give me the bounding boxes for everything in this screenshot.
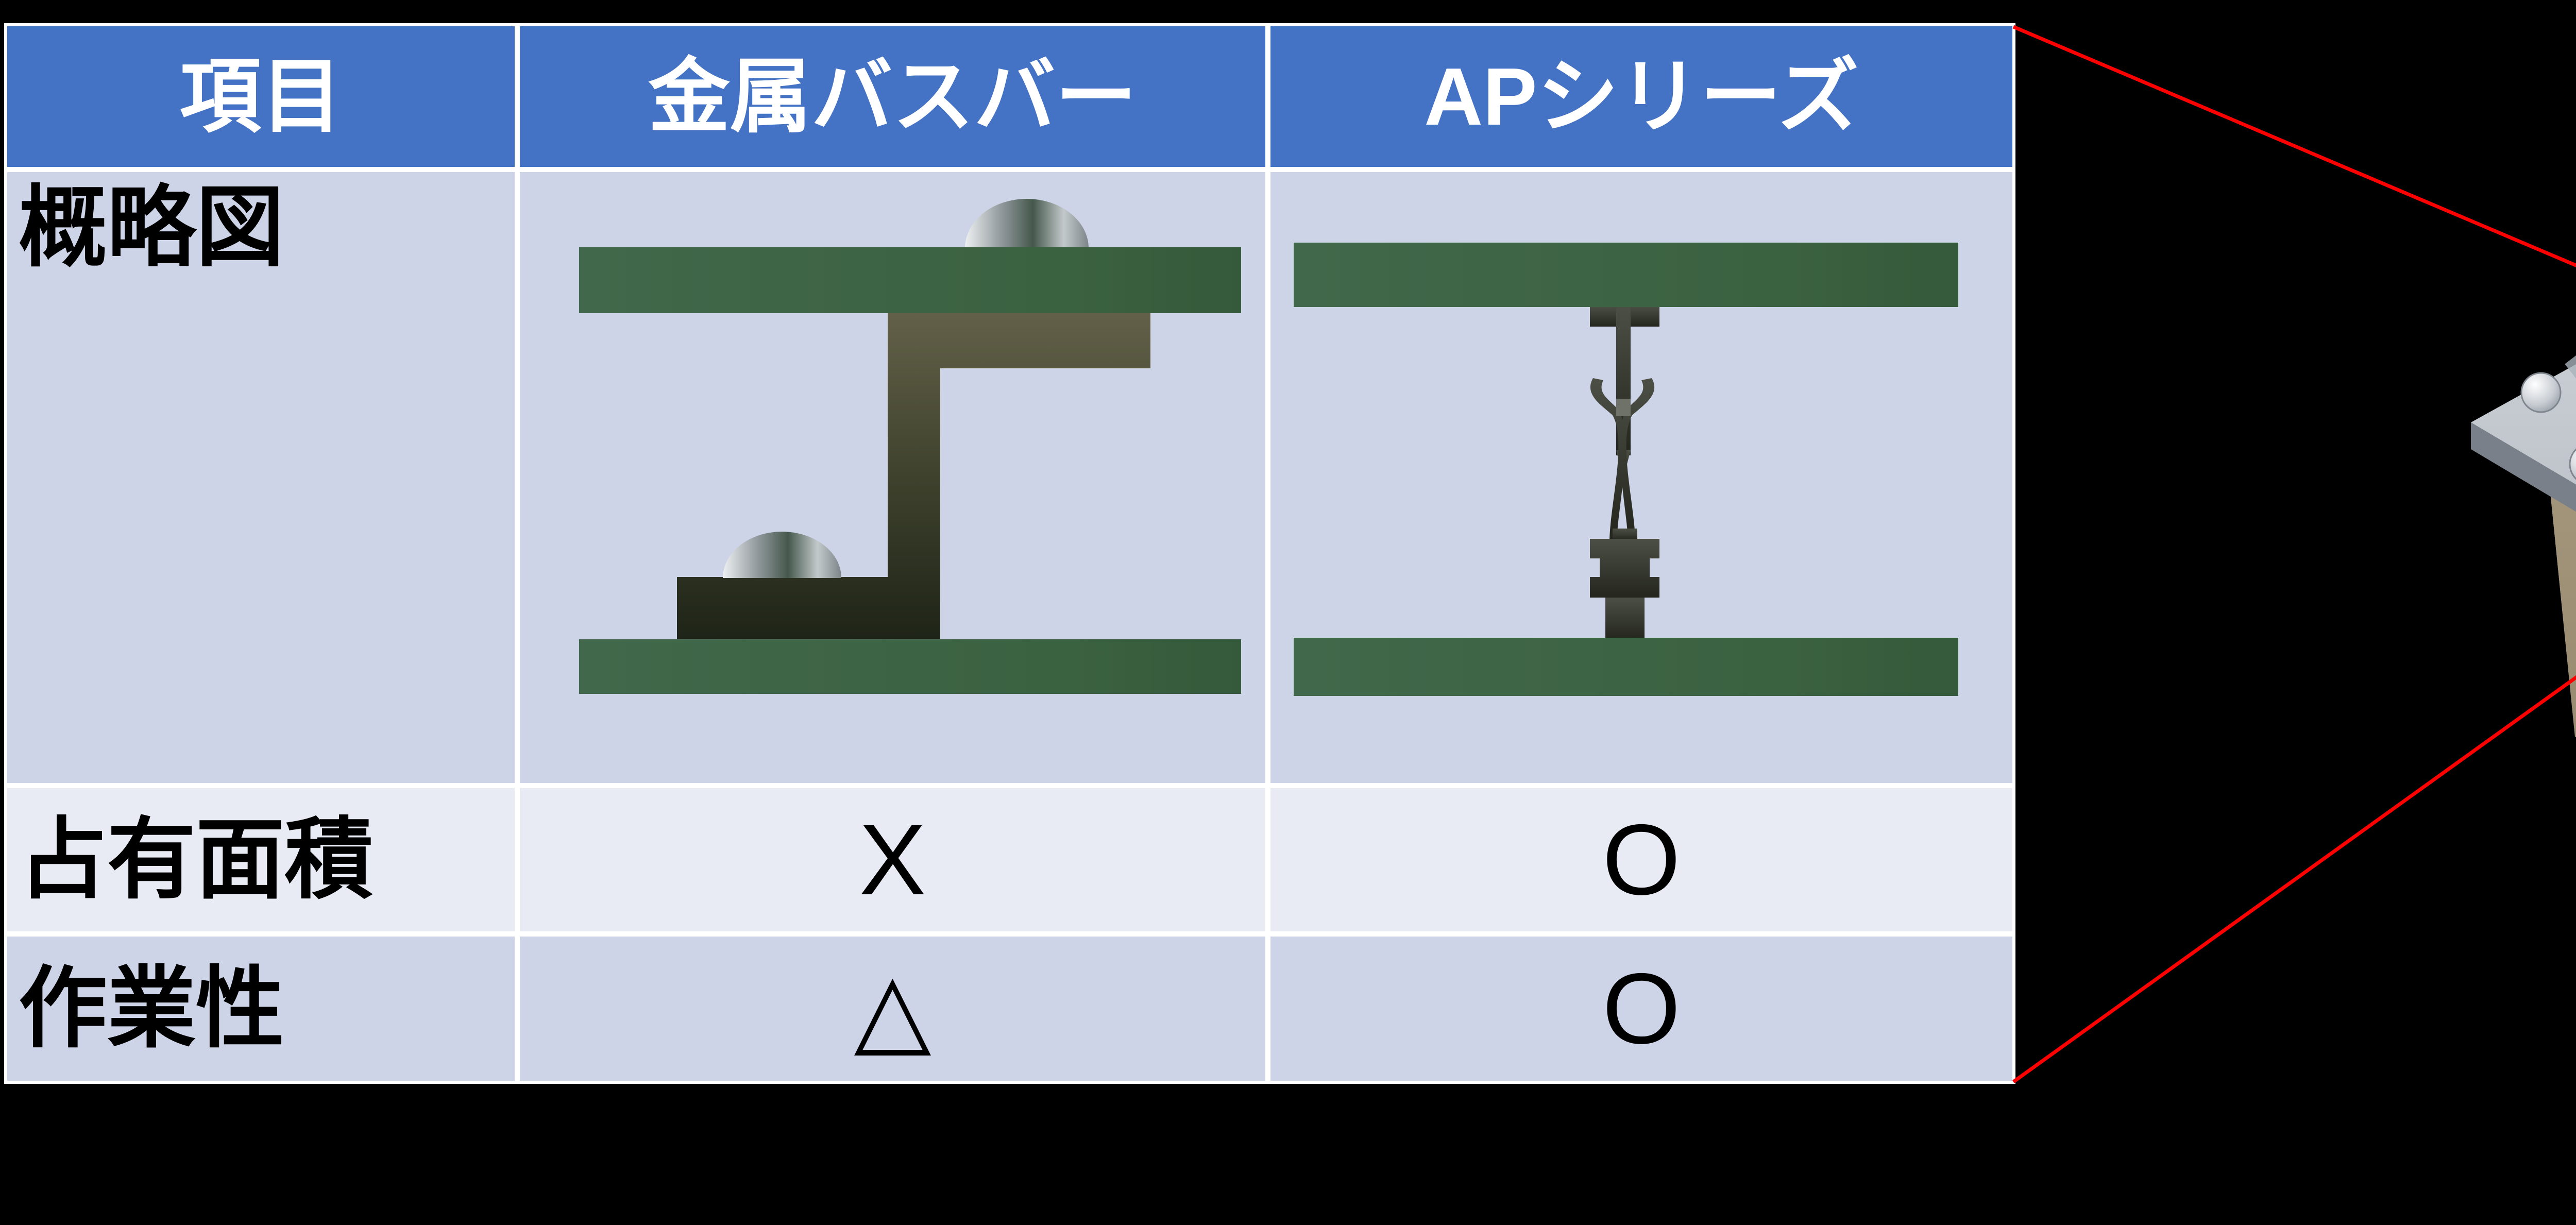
workability-rating-metal-busbar: △ <box>520 937 1265 1081</box>
flange-side-edge <box>2471 422 2576 512</box>
product-image-container <box>2421 0 2576 1225</box>
busbar-shape <box>677 313 1150 639</box>
workability-rating-ap-series: O <box>1270 937 2012 1081</box>
row-label-workability: 作業性 <box>7 937 515 1081</box>
pcb-top <box>1294 243 1958 307</box>
metal-busbar-schematic-image <box>579 199 1241 694</box>
header-cell-metal-busbar: 金属バスバー <box>520 26 1265 167</box>
area-rating-ap-series: O <box>1270 788 2012 931</box>
row-label-schematic: 概略図 <box>7 172 515 783</box>
base-notch-right <box>1650 558 1659 577</box>
schematic-cell-metal-busbar <box>520 172 1265 783</box>
pcb-top <box>579 247 1241 313</box>
pcb-bottom <box>1294 638 1958 696</box>
screw-top-icon <box>965 199 1089 248</box>
header-cell-ap-series: APシリーズ <box>1270 26 2012 167</box>
flange-screws <box>2520 372 2576 480</box>
ap-series-schematic-image <box>1294 243 1958 696</box>
row-label-area: 占有面積 <box>7 788 515 931</box>
screw-bottom-icon <box>723 532 841 578</box>
base-notch-left <box>1590 558 1600 577</box>
area-rating-metal-busbar: X <box>520 788 1265 931</box>
header-cell-item: 項目 <box>7 26 515 167</box>
press-fit-terminal-shape <box>1590 306 1659 640</box>
ap-series-enclosure-render <box>2471 355 2576 738</box>
enclosure-base <box>2550 492 2576 738</box>
pcb-bottom <box>579 639 1241 694</box>
schematic-cell-ap-series <box>1270 172 2012 783</box>
comparison-table: 項目 金属バスバー APシリーズ 概略図 <box>4 23 2015 1084</box>
